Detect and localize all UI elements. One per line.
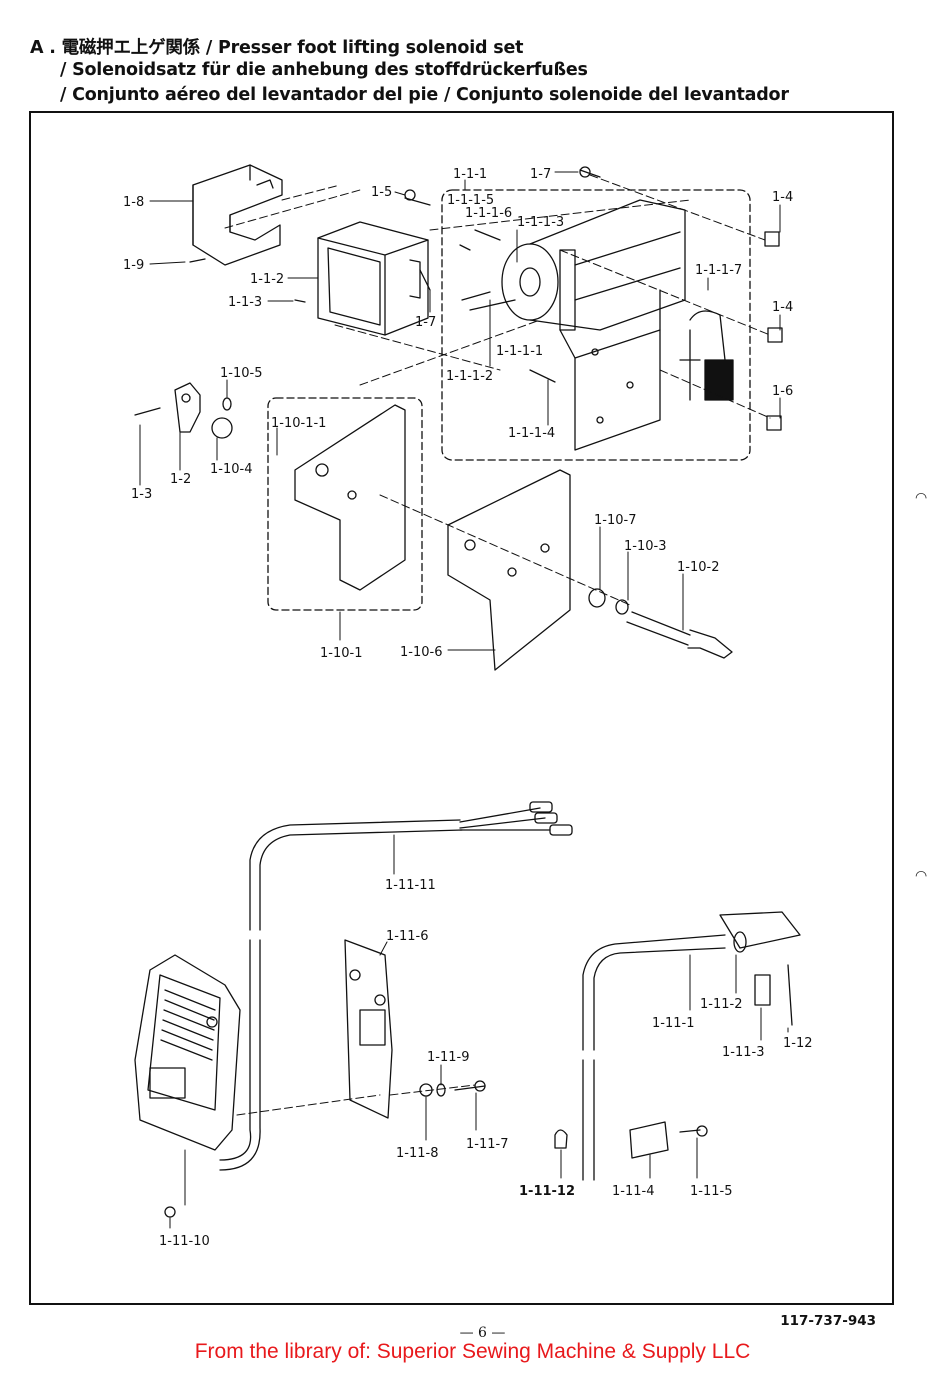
scan-mark: ◠ (915, 490, 928, 506)
part-label: 1-2 (170, 472, 191, 487)
document-number: 117-737-943 (780, 1313, 876, 1329)
bracket-1-2 (134, 382, 233, 439)
foot-pedal (134, 954, 241, 1151)
screws-and-spacers (189, 166, 783, 431)
rod-1-11-1 (582, 911, 801, 1181)
part-label: 1-11-8 (396, 1146, 438, 1161)
plate-1-10-1 (294, 404, 406, 591)
library-credit: From the library of: Superior Sewing Mac… (194, 1340, 751, 1363)
part-label: 1-10-6 (400, 645, 442, 660)
part-label: 1-11-9 (427, 1050, 469, 1065)
part-label: 1-10-3 (624, 539, 666, 554)
part-label: 1-4 (772, 300, 793, 315)
part-label: 1-3 (131, 487, 152, 502)
part-label: 1-10-1 (320, 646, 362, 661)
solenoid-box-part (317, 221, 429, 336)
solenoid-assembly-group-box (441, 189, 751, 461)
part-label: 1-1-1-5 (447, 193, 494, 208)
part-label: 1-10-5 (220, 366, 262, 381)
title-line-3: / Conjunto aéreo del levantador del pie … (60, 85, 789, 105)
part-label: 1-11-7 (466, 1137, 508, 1152)
lower-assembly-lines (236, 1084, 476, 1116)
part-label: 1-1-1-1 (496, 344, 543, 359)
part-labels: 1-1-1 1-7 1-5 1-1-1-5 1-1-1-6 1-1-1-3 1-… (123, 167, 813, 1249)
assembly-lines (224, 174, 771, 606)
part-label: 1-11-5 (690, 1184, 732, 1199)
part-label: 1-1-1-3 (517, 215, 564, 230)
shaft-1-10-2 (588, 588, 733, 659)
part-label: 1-11-2 (700, 997, 742, 1012)
part-label: 1-11-11 (385, 878, 436, 893)
part-label: 1-4 (772, 190, 793, 205)
part-label: 1-11-12 (519, 1184, 575, 1199)
part-label: 1-9 (123, 258, 144, 273)
part-label: 1-8 (123, 195, 144, 210)
part-label: 1-11-1 (652, 1016, 694, 1031)
part-label: 1-11-4 (612, 1184, 654, 1199)
part-label: 1-10-1-1 (271, 416, 326, 431)
part-label: 1-10-4 (210, 462, 252, 477)
part-label: 1-6 (772, 384, 793, 399)
leader-lines (139, 171, 789, 1229)
part-label: 1-5 (371, 185, 392, 200)
part-label: 1-1-1-2 (446, 369, 493, 384)
title-line-1: A . 電磁押エ上ゲ関係 / Presser foot lifting sole… (30, 38, 524, 58)
page-number: — 6 — (459, 1325, 506, 1341)
part-label: 1-12 (783, 1036, 813, 1051)
cable-1-11-11 (219, 801, 573, 1171)
scan-mark: ◠ (915, 868, 928, 884)
diagram-frame (29, 111, 894, 1305)
part-label: 1-1-1-6 (465, 206, 512, 221)
part-label: 1-1-2 (250, 272, 284, 287)
part-label: 1-11-3 (722, 1045, 764, 1060)
part-label: 1-1-3 (228, 295, 262, 310)
part-label: 1-1-1 (453, 167, 487, 182)
part-label: 1-11-10 (159, 1234, 210, 1249)
solenoid-body-part (469, 199, 734, 451)
part-label: 1-1-1-7 (695, 263, 742, 278)
plate-assembly-group-box (267, 397, 423, 611)
title-line-2: / Solenoidsatz für die anhebung des stof… (60, 60, 588, 80)
part-label: 1-7 (415, 315, 436, 330)
part-label: 1-10-7 (594, 513, 636, 528)
part-label: 1-7 (530, 167, 551, 182)
plate-1-11-6 (344, 939, 393, 1119)
part-label: 1-11-6 (386, 929, 428, 944)
part-label: 1-10-2 (677, 560, 719, 575)
part-label: 1-1-1-4 (508, 426, 555, 441)
plate-1-10-6 (447, 469, 571, 671)
cover-part (192, 164, 283, 266)
